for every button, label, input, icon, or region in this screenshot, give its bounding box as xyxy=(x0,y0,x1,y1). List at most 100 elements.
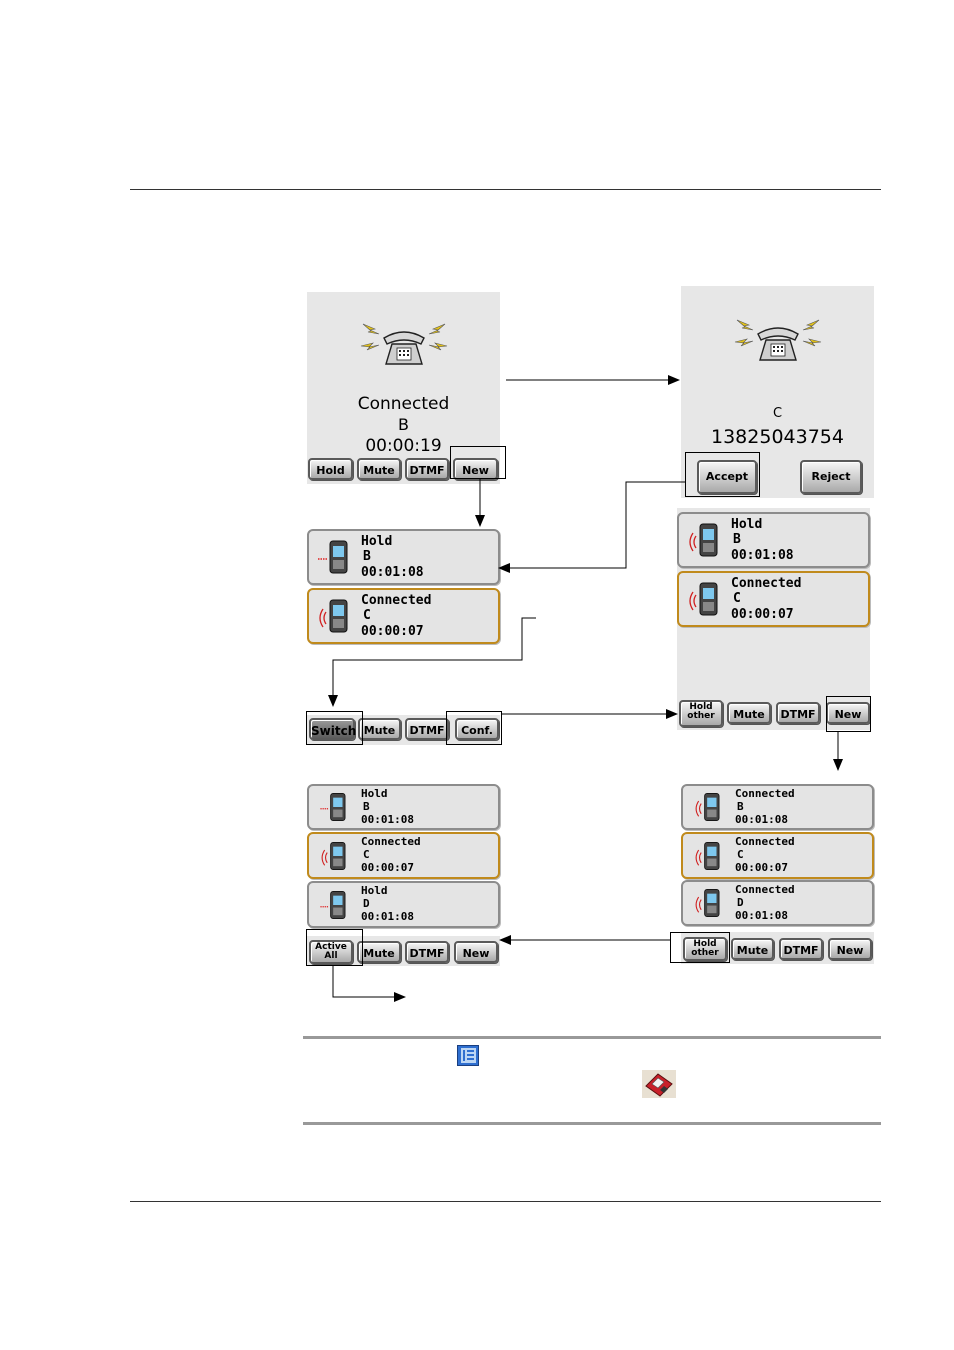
mute-button[interactable]: Mute xyxy=(357,941,401,963)
highlight-accept-button xyxy=(685,452,760,497)
caller-name: C xyxy=(772,406,783,421)
call-status: Connected xyxy=(361,835,421,848)
call-party: D xyxy=(737,896,744,909)
switch-button[interactable]: Switch xyxy=(309,718,356,740)
call-card-connected[interactable]: Connected B 00:01:08 xyxy=(681,784,874,830)
mobile-handset-icon xyxy=(317,537,351,577)
call-card-hold[interactable]: Hold B 00:01:08 xyxy=(307,529,500,585)
call-status: Hold xyxy=(361,884,388,897)
call-card-active[interactable]: Connected C 00:00:07 xyxy=(307,832,500,879)
new-call-button[interactable]: New xyxy=(453,458,498,480)
call-timer: 00:01:08 xyxy=(731,548,794,563)
new-call-button[interactable]: New xyxy=(826,702,870,724)
call-card-hold[interactable]: Hold B 00:01:08 xyxy=(307,784,500,830)
mobile-handset-icon xyxy=(317,888,351,922)
call-party: C xyxy=(363,608,371,623)
call-party: B xyxy=(737,800,744,813)
call-timer: 00:01:08 xyxy=(361,565,424,580)
call-status: Hold xyxy=(731,517,763,532)
reject-button[interactable]: Reject xyxy=(800,460,862,494)
call-status: Hold xyxy=(361,534,393,549)
call-status: Connected xyxy=(357,394,450,414)
mobile-handset-icon xyxy=(317,839,351,873)
highlight-new-button xyxy=(450,446,506,479)
footer-rule xyxy=(130,1201,881,1202)
call-party: C xyxy=(733,591,741,606)
hold-button[interactable]: Hold xyxy=(308,458,353,480)
call-status: Hold xyxy=(361,787,388,800)
call-timer: 00:00:07 xyxy=(361,861,414,874)
mobile-handset-icon xyxy=(691,790,725,824)
hold-other-button[interactable]: Hold other xyxy=(683,937,727,961)
arrow-accept-to-two-calls xyxy=(498,481,685,573)
call-card-connected[interactable]: Connected D 00:01:08 xyxy=(681,880,874,926)
hold-other-button[interactable]: Hold other xyxy=(679,700,723,727)
call-timer: 00:01:08 xyxy=(361,813,414,826)
new-call-button[interactable]: New xyxy=(454,941,498,963)
screen-two-calls-toolbar: Switch Mute DTMF Conf. xyxy=(307,715,500,745)
phone-ringing-icon xyxy=(359,320,449,372)
address-book-icon xyxy=(457,1045,479,1066)
active-all-button[interactable]: Active All xyxy=(309,940,353,964)
screen-incoming: C 13825043754 Accept Reject xyxy=(681,286,874,498)
phone-ringing-icon xyxy=(733,316,823,368)
mute-button[interactable]: Mute xyxy=(358,718,401,740)
dtmf-button[interactable]: DTMF xyxy=(776,702,820,724)
call-status: Connected xyxy=(735,787,795,800)
call-timer: 00:00:07 xyxy=(735,861,788,874)
arrow-active-all-out xyxy=(332,966,406,1002)
call-timer: 00:01:08 xyxy=(361,910,414,923)
call-card-active[interactable]: Connected C 00:00:07 xyxy=(307,588,500,644)
call-timer: 00:00:19 xyxy=(365,436,442,456)
dtmf-button[interactable]: DTMF xyxy=(779,938,823,960)
call-timer: 00:01:08 xyxy=(735,813,788,826)
arrow-to-switch xyxy=(328,617,536,707)
screen-three-calls-toolbar: Active All Mute DTMF New xyxy=(307,936,500,966)
mobile-handset-icon xyxy=(687,520,721,560)
highlight-hold-other-button xyxy=(670,932,730,963)
new-call-button[interactable]: New xyxy=(828,938,872,960)
call-party: C xyxy=(737,848,744,861)
caller-number: 13825043754 xyxy=(711,426,844,448)
call-party: B xyxy=(733,532,741,547)
call-party: B xyxy=(398,415,409,434)
note-top-rule xyxy=(303,1036,881,1039)
call-party: B xyxy=(363,800,370,813)
dtmf-button[interactable]: DTMF xyxy=(405,718,449,740)
call-party: D xyxy=(363,897,370,910)
call-card-active[interactable]: Connected C 00:00:07 xyxy=(677,571,870,627)
highlight-switch-button xyxy=(306,711,363,745)
note-bottom-rule xyxy=(303,1122,881,1125)
mobile-handset-icon xyxy=(691,886,725,920)
call-status: Connected xyxy=(735,883,795,896)
call-card-hold[interactable]: Hold B 00:01:08 xyxy=(677,512,870,568)
mobile-handset-icon xyxy=(317,790,351,824)
screen-connected: Connected B 00:00:19 Hold Mute DTMF New xyxy=(307,292,500,484)
screen-three-calls-right-toolbar: Hold other Mute DTMF New xyxy=(681,932,874,964)
call-status: Connected xyxy=(361,593,432,608)
call-timer: 00:01:08 xyxy=(735,909,788,922)
highlight-new-button xyxy=(826,696,871,732)
accept-button[interactable]: Accept xyxy=(697,460,757,494)
dtmf-button[interactable]: DTMF xyxy=(405,458,449,480)
mute-button[interactable]: Mute xyxy=(731,938,774,960)
call-party: C xyxy=(363,848,370,861)
header-rule xyxy=(130,189,881,190)
save-disk-icon xyxy=(642,1070,676,1098)
highlight-conf-button xyxy=(446,711,502,745)
mute-button[interactable]: Mute xyxy=(357,458,401,480)
call-status: Connected xyxy=(731,576,802,591)
call-status: Connected xyxy=(735,835,795,848)
call-card-hold[interactable]: Hold D 00:01:08 xyxy=(307,881,500,928)
mobile-handset-icon xyxy=(691,839,725,873)
conference-button[interactable]: Conf. xyxy=(455,718,499,740)
highlight-active-all-button xyxy=(306,929,363,966)
dtmf-button[interactable]: DTMF xyxy=(405,941,449,963)
call-timer: 00:00:07 xyxy=(361,624,424,639)
mute-button[interactable]: Mute xyxy=(727,702,771,724)
call-card-active[interactable]: Connected C 00:00:07 xyxy=(681,832,874,879)
mobile-handset-icon xyxy=(317,596,351,636)
mobile-handset-icon xyxy=(687,579,721,619)
call-timer: 00:00:07 xyxy=(731,607,794,622)
